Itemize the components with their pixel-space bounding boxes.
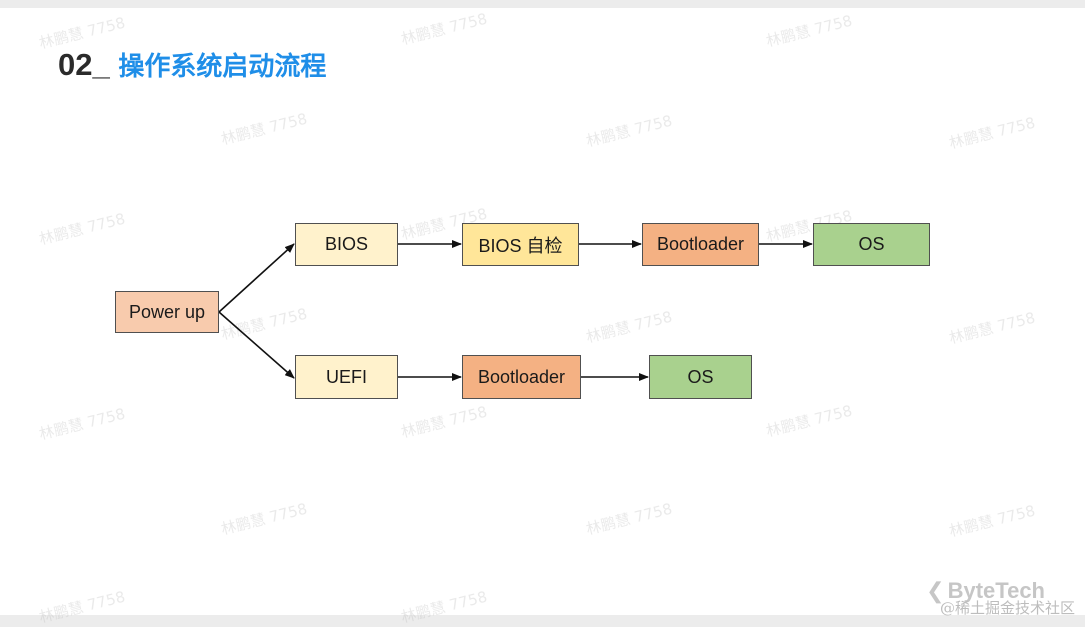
- brand-name: ByteTech: [947, 578, 1045, 603]
- node-bootloader-uefi: Bootloader: [462, 355, 581, 399]
- bytetech-logo-icon: ❮: [926, 578, 945, 603]
- node-bootloader-bios: Bootloader: [642, 223, 759, 266]
- node-uefi: UEFI: [295, 355, 398, 399]
- arrow-power-to-uefi: [218, 311, 295, 379]
- node-power-up: Power up: [115, 291, 219, 333]
- bytetech-brand: ❮ByteTech: [926, 578, 1045, 604]
- page-title: 02_ 操作系统启动流程: [58, 46, 326, 83]
- slide: 林鹏慧 7758 林鹏慧 7758 林鹏慧 7758 林鹏慧 7758 林鹏慧 …: [0, 8, 1085, 626]
- section-title: 操作系统启动流程: [118, 52, 327, 82]
- node-os-bios: OS: [813, 223, 930, 266]
- title-separator: _: [92, 47, 110, 82]
- arrow-power-to-bios: [218, 243, 295, 313]
- node-bios-selftest: BIOS 自检: [462, 223, 579, 266]
- community-watermark: @稀土掘金技术社区: [939, 599, 1075, 617]
- flow-connectors: [218, 240, 813, 381]
- node-os-uefi: OS: [649, 355, 752, 399]
- section-number: 02: [58, 47, 93, 82]
- node-bios: BIOS: [295, 223, 398, 266]
